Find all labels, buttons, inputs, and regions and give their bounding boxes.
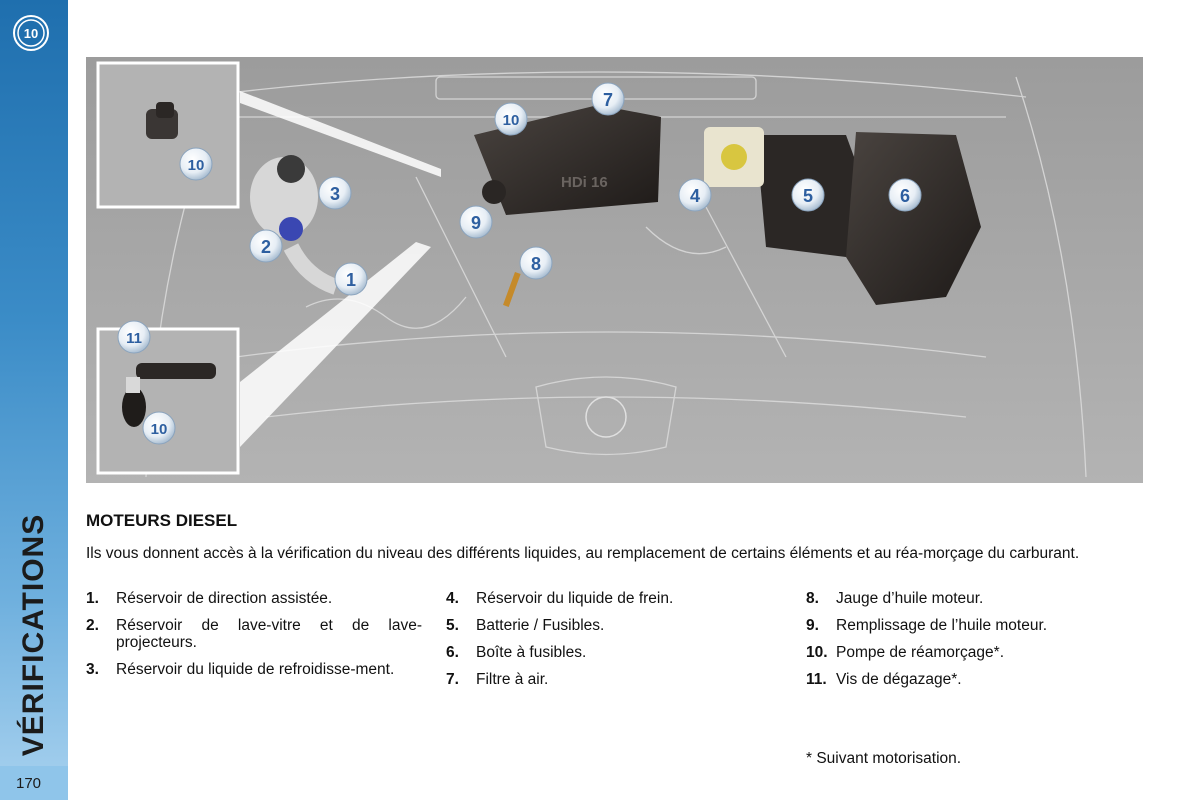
- legend-number: 2.: [86, 617, 99, 634]
- legend-text: Réservoir du liquide de refroidisse-ment…: [116, 661, 395, 678]
- legend-text: Remplissage de l’huile moteur.: [836, 617, 1048, 634]
- legend-text: Réservoir de direction assistée.: [116, 590, 333, 607]
- legend-number: 4.: [446, 590, 459, 607]
- svg-text:3: 3: [330, 184, 340, 204]
- legend-item: 8. Jauge d’huile moteur.: [806, 590, 1146, 607]
- svg-text:6: 6: [900, 186, 910, 206]
- legend-text: Filtre à air.: [476, 671, 549, 688]
- legend-number: 6.: [446, 644, 459, 661]
- legend-number: 10.: [806, 644, 828, 661]
- page-number-text: 170: [16, 775, 42, 792]
- callout-7: 7: [591, 82, 625, 116]
- svg-text:9: 9: [471, 213, 481, 233]
- svg-text:10: 10: [151, 421, 168, 438]
- legend-number: 1.: [86, 590, 99, 607]
- section-title: VÉRIFICATIONS: [0, 514, 68, 756]
- svg-text:2: 2: [261, 237, 271, 257]
- chapter-badge-icon: 10: [13, 15, 49, 51]
- section-heading: MOTEURS DIESEL: [86, 511, 238, 530]
- sidebar: 10 VÉRIFICATIONS 170: [0, 0, 68, 800]
- legend-text: Réservoir du liquide de frein.: [476, 590, 674, 607]
- legend-text: Réservoir de lave-vitre et de lave-proje…: [116, 617, 422, 651]
- callout-11: 11: [117, 320, 151, 354]
- svg-text:4: 4: [690, 186, 700, 206]
- callout-5: 5: [791, 178, 825, 212]
- svg-text:1: 1: [346, 270, 356, 290]
- callout-2: 2: [249, 229, 283, 263]
- legend-number: 9.: [806, 617, 819, 634]
- legend-text: Vis de dégazage*.: [836, 671, 962, 688]
- svg-text:8: 8: [531, 254, 541, 274]
- intro-paragraph: Ils vous donnent accès à la vérification…: [86, 545, 1080, 562]
- legend-item: 2. Réservoir de lave-vitre et de lave-pro…: [86, 617, 426, 651]
- callout-10-cover: 10: [494, 102, 528, 136]
- svg-text:7: 7: [603, 90, 613, 110]
- callout-8: 8: [519, 246, 553, 280]
- legend-text: Pompe de réamorçage*.: [836, 644, 1005, 661]
- legend-item: 7. Filtre à air.: [446, 671, 786, 688]
- legend-column-3: 8. Jauge d’huile moteur. 9. Remplissage de…: [806, 590, 1146, 698]
- callout-4: 4: [678, 178, 712, 212]
- legend-item: 1. Réservoir de direction assistée.: [86, 590, 426, 607]
- svg-text:11: 11: [126, 330, 142, 347]
- callout-6: 6: [888, 178, 922, 212]
- legend-item: 3. Réservoir du liquide de refroidisse-me…: [86, 661, 426, 678]
- legend-number: 7.: [446, 671, 459, 688]
- legend-item: 11. Vis de dégazage*.: [806, 671, 1146, 688]
- legend-column-1: 1. Réservoir de direction assistée. 2. Rés…: [86, 590, 426, 688]
- legend-item: 6. Boîte à fusibles.: [446, 644, 786, 661]
- callout-9: 9: [459, 205, 493, 239]
- chapter-number: 10: [24, 26, 38, 41]
- footnote: * Suivant motorisation.: [806, 750, 962, 767]
- legend-item: 5. Batterie / Fusibles.: [446, 617, 786, 634]
- page-number: 170: [0, 766, 68, 800]
- legend-item: 4. Réservoir du liquide de frein.: [446, 590, 786, 607]
- svg-text:5: 5: [803, 186, 813, 206]
- legend-number: 3.: [86, 661, 99, 678]
- engine-cover-text: HDi 16: [561, 174, 608, 191]
- legend-text: Jauge d’huile moteur.: [836, 590, 984, 607]
- svg-text:10: 10: [503, 112, 520, 129]
- callout-10-inset-top: 10: [179, 147, 213, 181]
- legend-number: 5.: [446, 617, 459, 634]
- callout-3: 3: [318, 176, 352, 210]
- legend-item: 9. Remplissage de l’huile moteur.: [806, 617, 1146, 634]
- engine-compartment-figure: HDi 16 1 2 3 4 5: [86, 57, 1143, 483]
- legend-number: 11.: [806, 671, 827, 688]
- legend-text: Boîte à fusibles.: [476, 644, 587, 661]
- callout-10-inset-bottom: 10: [142, 411, 176, 445]
- section-title-text: VÉRIFICATIONS: [17, 513, 50, 757]
- legend-column-2: 4. Réservoir du liquide de frein. 5. Batte…: [446, 590, 786, 698]
- legend-number: 8.: [806, 590, 819, 607]
- legend-item: 10. Pompe de réamorçage*.: [806, 644, 1146, 661]
- legend-text: Batterie / Fusibles.: [476, 617, 605, 634]
- callout-1: 1: [334, 262, 368, 296]
- svg-text:10: 10: [188, 157, 205, 174]
